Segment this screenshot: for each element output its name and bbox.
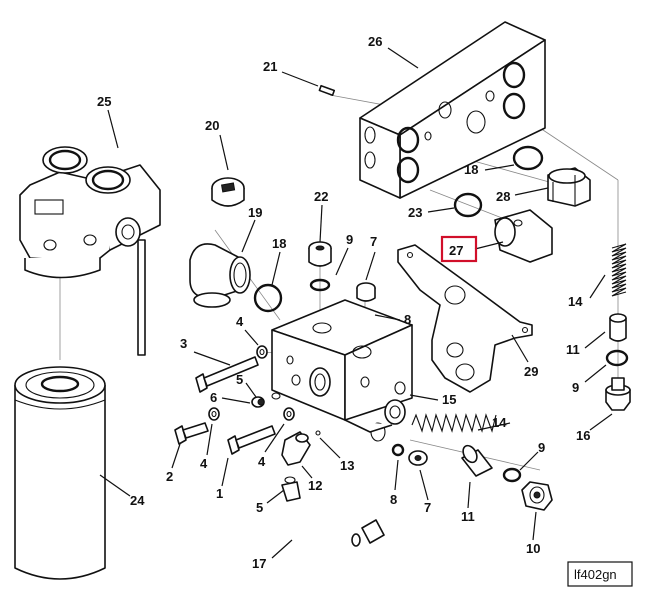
callout-26: 26: [368, 34, 382, 49]
callout-13: 13: [340, 458, 354, 473]
callout-19: 19: [248, 205, 262, 220]
part-21-dowel-pin: [318, 84, 336, 97]
part-1-bolt: [227, 425, 276, 455]
callout-11a: 11: [566, 342, 580, 357]
part-28-fitting: [547, 167, 591, 207]
leader-lines: [99, 47, 613, 559]
callout-2: 2: [166, 469, 173, 484]
callout-4a: 4: [236, 314, 244, 329]
callout-labels: 26 21 25 20 18 28 23 19 22 9 7 18 27 14 …: [97, 34, 590, 571]
callout-9c: 9: [538, 440, 545, 455]
callout-5a: 5: [236, 372, 243, 387]
callout-7b: 7: [424, 500, 431, 515]
part-10-plug: [521, 481, 553, 511]
part-16-plug: [605, 377, 631, 411]
callout-27: 27: [449, 243, 463, 258]
callout-1: 1: [216, 486, 223, 501]
callout-7a: 7: [370, 234, 377, 249]
part-2-bolt: [174, 422, 209, 445]
callout-16: 16: [576, 428, 590, 443]
part-20-plug: [211, 177, 245, 207]
part-29-gasket: [397, 244, 533, 393]
part-3-bolt: [195, 356, 259, 393]
callout-29: 29: [524, 364, 538, 379]
part-14-spring-upper: [611, 243, 627, 297]
callout-9b: 9: [572, 380, 579, 395]
figure-reference-box: lf402gn: [567, 561, 633, 587]
part-22-plug: [308, 241, 332, 267]
part-17-tube-assembly: [281, 481, 385, 557]
part-12-elbow: [281, 431, 311, 466]
callout-12: 12: [308, 478, 322, 493]
callout-24: 24: [130, 493, 145, 508]
part-11-sleeve-lower: [461, 444, 493, 477]
callout-10: 10: [526, 541, 540, 556]
callout-4c: 4: [258, 454, 266, 469]
part-14-spring-lower: [411, 413, 497, 433]
callout-28: 28: [496, 189, 510, 204]
part-24-filter-element: [14, 366, 106, 580]
callout-17: 17: [252, 556, 266, 571]
callout-18a: 18: [464, 162, 478, 177]
part-11-sleeve-upper: [609, 313, 627, 342]
callout-6: 6: [210, 390, 217, 405]
callout-14a: 14: [568, 294, 583, 309]
figure-reference: lf402gn: [574, 567, 617, 582]
part-15-valve-body: [271, 299, 413, 442]
callout-22: 22: [314, 189, 328, 204]
callout-5b: 5: [256, 500, 263, 515]
part-19-elbow-fitting: [189, 243, 251, 308]
part-5-6-small-parts: [251, 392, 321, 484]
part-25-filter-head: [19, 146, 161, 356]
callout-8b: 8: [390, 492, 397, 507]
callout-11b: 11: [461, 509, 475, 524]
callout-27-highlight: [440, 235, 478, 263]
callout-23: 23: [408, 205, 422, 220]
callout-15: 15: [442, 392, 456, 407]
callout-20: 20: [205, 118, 219, 133]
part-4-washers: [208, 345, 295, 421]
callout-21: 21: [263, 59, 277, 74]
callout-14b: 14: [492, 415, 507, 430]
callout-9a: 9: [346, 232, 353, 247]
callout-8a: 8: [404, 312, 411, 327]
callout-18b: 18: [272, 236, 286, 251]
callout-25: 25: [97, 94, 111, 109]
callout-3: 3: [180, 336, 187, 351]
callout-4b: 4: [200, 456, 208, 471]
part-7-plug-upper: [356, 282, 376, 302]
part-7-plug-lower: [408, 450, 428, 466]
part-26-manifold-block: [359, 21, 546, 199]
part-27-valve-cartridge: [494, 209, 553, 263]
